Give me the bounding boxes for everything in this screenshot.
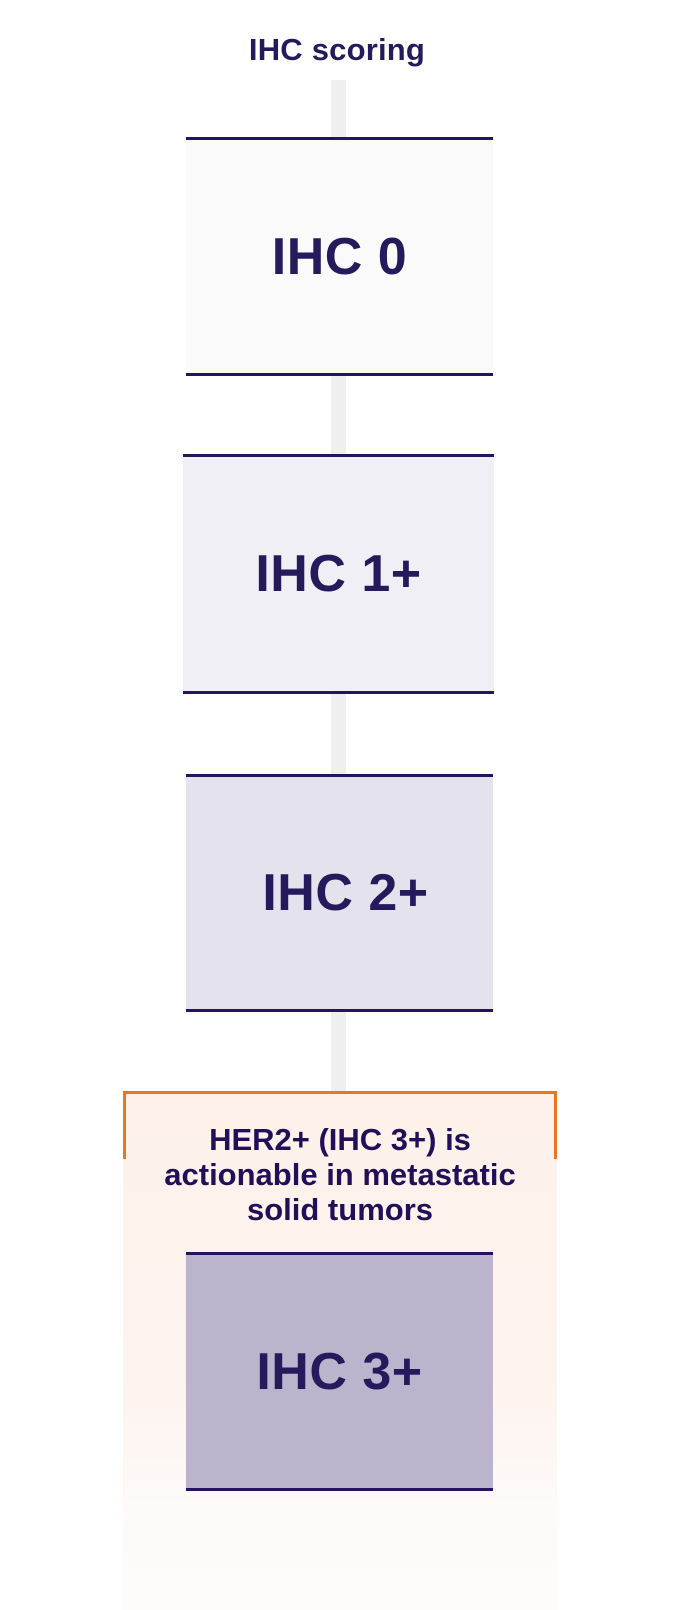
connector-line <box>331 375 346 455</box>
callout-line: solid tumors <box>246 1192 433 1227</box>
connector-line <box>331 80 346 138</box>
score-label: IHC 3+ <box>256 1342 423 1401</box>
diagram-title: IHC scoring <box>248 32 426 67</box>
callout-line: HER2+ (IHC 3+) is <box>209 1122 471 1157</box>
connector-line <box>331 693 346 775</box>
score-label: IHC 0 <box>271 227 408 286</box>
score-box-ihc-3plus: IHC 3+ <box>186 1252 493 1491</box>
connector-line <box>331 1011 346 1091</box>
actionable-bracket <box>123 1091 557 1159</box>
callout-line: actionable in metastatic <box>164 1157 516 1192</box>
score-label: IHC 2+ <box>262 864 429 922</box>
score-box-ihc-1plus: IHC 1+ <box>183 454 494 694</box>
score-box-ihc-0: IHC 0 <box>186 137 493 376</box>
score-box-ihc-2plus: IHC 2+ <box>186 774 493 1012</box>
actionable-callout: HER2+ (IHC 3+) is actionable in metastat… <box>123 1122 557 1227</box>
score-label: IHC 1+ <box>255 545 422 603</box>
